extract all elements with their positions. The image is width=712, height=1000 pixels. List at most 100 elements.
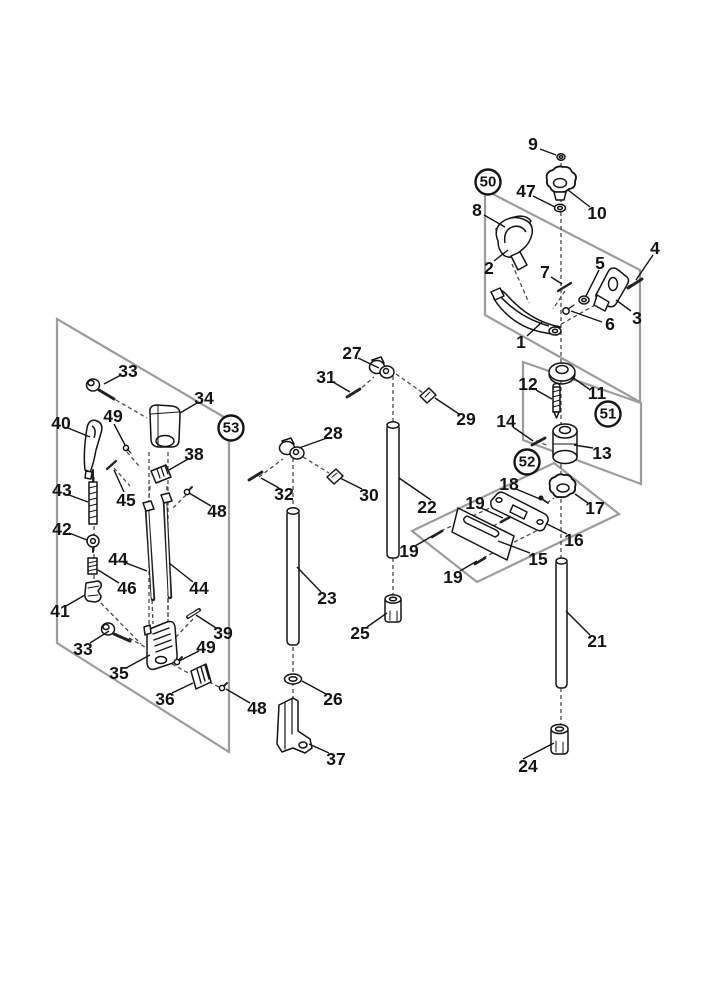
part-number-label: 39 (213, 623, 233, 643)
part-shape (490, 287, 505, 301)
part-number-label: 41 (50, 601, 70, 621)
part-number-label: 23 (317, 588, 337, 608)
assembly-badge-number: 50 (480, 174, 497, 191)
part-shape (495, 216, 534, 258)
assembly-axis-dashed-line (147, 485, 151, 509)
part-shape (102, 623, 110, 631)
part-shape (430, 529, 444, 539)
part-shape (286, 507, 300, 515)
label-leader-line (483, 214, 506, 228)
part-shape (88, 515, 98, 519)
label-leader-line (570, 310, 603, 323)
label-leader-line (113, 469, 125, 493)
part-shape (424, 391, 431, 398)
label-leader-line (195, 614, 217, 629)
part-shape (509, 504, 528, 520)
part-shape (567, 304, 575, 310)
label-leader-line (125, 654, 151, 669)
part-shape (555, 557, 568, 565)
part-number-label: 24 (518, 756, 538, 776)
part-number-label: 42 (52, 519, 72, 539)
part-number-label: 47 (516, 181, 535, 201)
label-leader-line (188, 492, 212, 507)
assembly-axis-dashed-line (302, 456, 330, 474)
part-shape (555, 364, 569, 375)
part-shape (142, 500, 155, 512)
label-leader-line (68, 532, 88, 541)
part-number-label: 44 (108, 549, 128, 569)
part-shape (83, 419, 103, 473)
label-leader-line (571, 376, 590, 390)
part-number-label: 49 (103, 406, 123, 426)
part-shape (553, 191, 567, 201)
part-shape (196, 668, 202, 684)
part-number-label: 29 (456, 409, 476, 429)
label-leader-line (65, 594, 86, 607)
assembly-axis-dashed-line (552, 290, 566, 310)
assembly-group-box (55, 317, 231, 754)
part-number-label: 19 (443, 567, 463, 587)
part-shape (146, 510, 154, 599)
part-shape (152, 627, 170, 635)
part-shape (88, 509, 98, 513)
part-shape (84, 580, 102, 603)
assembly-axis-dashed-line (113, 467, 131, 487)
part-shape (204, 664, 210, 680)
part-number-label: 18 (499, 474, 519, 494)
part-number-label: 43 (52, 480, 72, 500)
label-leader-line (565, 610, 591, 636)
part-shape (552, 177, 568, 189)
part-number-label: 22 (417, 497, 437, 517)
part-shape (247, 470, 264, 482)
assembly-badge-number: 51 (600, 406, 617, 423)
part-number-label: 1 (516, 332, 526, 352)
part-shape (97, 388, 116, 401)
label-leader-line (574, 493, 589, 504)
assembly-axis-dashed-line (171, 663, 191, 675)
label-leader-line (546, 523, 568, 535)
part-number-label: 9 (528, 134, 538, 154)
part-number-label: 13 (592, 443, 612, 463)
part-shape (112, 632, 132, 643)
part-shape (150, 411, 180, 415)
part-number-label: 26 (323, 689, 343, 709)
part-shape (558, 425, 572, 435)
label-leader-line (526, 321, 543, 337)
label-leader-line (332, 381, 351, 393)
label-leader-line (113, 423, 126, 446)
assembly-axis-dashed-line (511, 263, 530, 304)
part-shape (331, 472, 338, 478)
part-shape (451, 507, 515, 561)
label-leader-line (298, 437, 328, 449)
part-shape (88, 503, 98, 507)
assembly-axis-dashed-line (175, 618, 194, 638)
part-number-label: 16 (564, 530, 584, 550)
label-leader-line (539, 148, 557, 156)
part-shape (292, 448, 300, 456)
part-number-label: 46 (117, 578, 137, 598)
part-number-label: 14 (496, 411, 516, 431)
label-leader-line (535, 389, 553, 400)
label-leader-line (459, 560, 478, 572)
part-shape (88, 485, 98, 489)
part-shape (473, 556, 487, 566)
label-leader-line (532, 195, 556, 208)
part-shape (556, 205, 564, 211)
part-number-label: 27 (342, 343, 361, 363)
assembly-axis-dashed-line (128, 637, 146, 648)
part-number-label: 4 (650, 238, 660, 258)
label-leader-line (493, 249, 509, 262)
part-shape (386, 421, 400, 429)
part-shape (143, 624, 152, 636)
part-shape (556, 281, 573, 293)
assembly-axis-dashed-line (151, 599, 154, 625)
part-number-label: 38 (184, 444, 204, 464)
part-shape (105, 459, 118, 471)
part-number-label: 40 (51, 413, 71, 433)
part-shape (552, 389, 561, 393)
label-leader-line (97, 569, 120, 584)
assembly-group-box (409, 461, 622, 584)
part-number-label: 33 (118, 361, 138, 381)
assembly-badge-circle (474, 168, 502, 196)
part-number-label: 48 (207, 501, 227, 521)
